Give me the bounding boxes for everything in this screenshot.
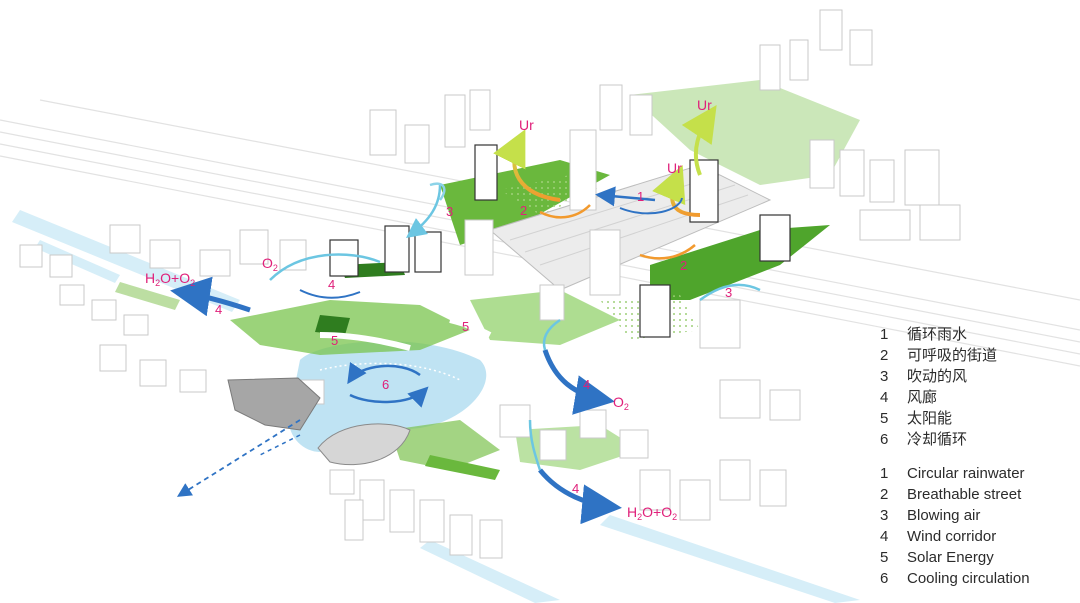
strategy-number-label: 5 bbox=[462, 319, 469, 334]
legend-number: 6 bbox=[880, 568, 907, 589]
legend-text: 风廊 bbox=[907, 389, 937, 406]
ur-label: Ur bbox=[667, 160, 682, 176]
strategy-number-label: 4 bbox=[328, 277, 335, 292]
legend-number: 2 bbox=[880, 345, 907, 366]
strategy-number-label: 1 bbox=[637, 189, 644, 204]
legend-number: 1 bbox=[880, 324, 907, 345]
legend-number: 4 bbox=[880, 387, 907, 408]
legend-text: Blowing air bbox=[907, 507, 980, 524]
legend-number: 5 bbox=[880, 547, 907, 568]
legend-number: 3 bbox=[880, 366, 907, 387]
legend-text: 可呼吸的街道 bbox=[907, 347, 997, 364]
ur-label: Ur bbox=[519, 117, 534, 133]
strategy-number-label: 2 bbox=[680, 258, 687, 273]
legend-number: 5 bbox=[880, 408, 907, 429]
legend-number: 4 bbox=[880, 526, 907, 547]
legend-text: Cooling circulation bbox=[907, 570, 1030, 587]
legend-number: 6 bbox=[880, 429, 907, 450]
strategy-number-label: 3 bbox=[725, 285, 732, 300]
legend-text: Wind corridor bbox=[907, 528, 996, 545]
strategy-number-label: 5 bbox=[331, 333, 338, 348]
green-space bbox=[115, 80, 860, 480]
o2-label: O2 bbox=[262, 255, 278, 273]
legend-text: 吹动的风 bbox=[907, 368, 967, 385]
ur-label: Ur bbox=[697, 97, 712, 113]
strategy-number-label: 4 bbox=[583, 377, 590, 392]
legend-number: 2 bbox=[880, 484, 907, 505]
strategy-number-label: 4 bbox=[572, 481, 579, 496]
legend-text: 循环雨水 bbox=[907, 326, 967, 343]
legend-text: 太阳能 bbox=[907, 410, 952, 427]
strategy-number-label: 6 bbox=[382, 377, 389, 392]
legend-number: 1 bbox=[880, 463, 907, 484]
legend-text: Solar Energy bbox=[907, 549, 994, 566]
o2-label: O2 bbox=[613, 394, 629, 412]
legend-text: Breathable street bbox=[907, 486, 1021, 503]
legend-text: 冷却循环 bbox=[907, 431, 967, 448]
legend-text: Circular rainwater bbox=[907, 465, 1025, 482]
strategy-number-label: 3 bbox=[446, 204, 453, 219]
strategy-number-label: 4 bbox=[215, 302, 222, 317]
h2o-o2-label: H2O+O2 bbox=[145, 270, 195, 288]
strategy-number-label: 2 bbox=[520, 203, 527, 218]
h2o-o2-label: H2O+O2 bbox=[627, 504, 677, 522]
legend-number: 3 bbox=[880, 505, 907, 526]
